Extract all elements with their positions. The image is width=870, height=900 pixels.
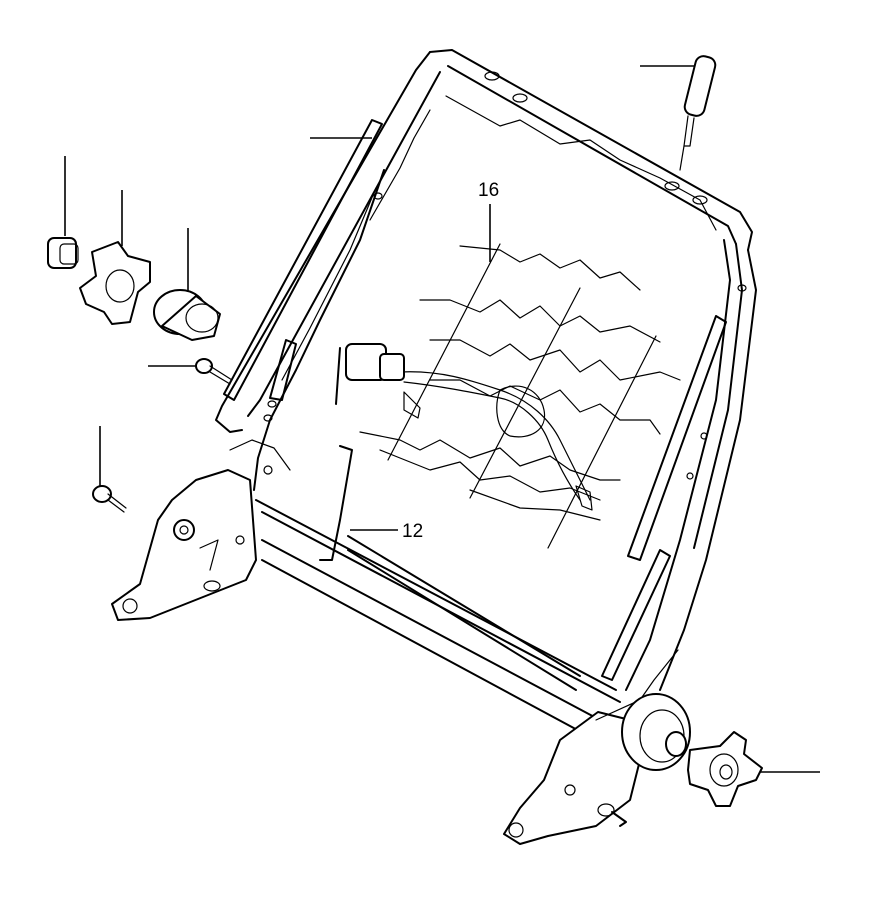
left-hinge-bracket (111, 439, 291, 621)
leader-lines (64, 65, 820, 773)
top-pin (679, 55, 717, 171)
left-cap (47, 237, 79, 269)
bolt-lower (92, 485, 127, 513)
torsion-rod (255, 445, 621, 741)
callout-spring-mat: 16 (478, 180, 499, 201)
right-hinge-bracket (503, 649, 679, 845)
callout-torsion-rod: 12 (402, 521, 423, 542)
seatback-frame (215, 49, 757, 691)
left-knob (79, 241, 151, 325)
spring-mat (335, 243, 681, 549)
recliner-hub (621, 693, 691, 771)
right-knob (687, 731, 763, 807)
bolt-upper (195, 358, 233, 385)
left-bushing (153, 289, 221, 341)
